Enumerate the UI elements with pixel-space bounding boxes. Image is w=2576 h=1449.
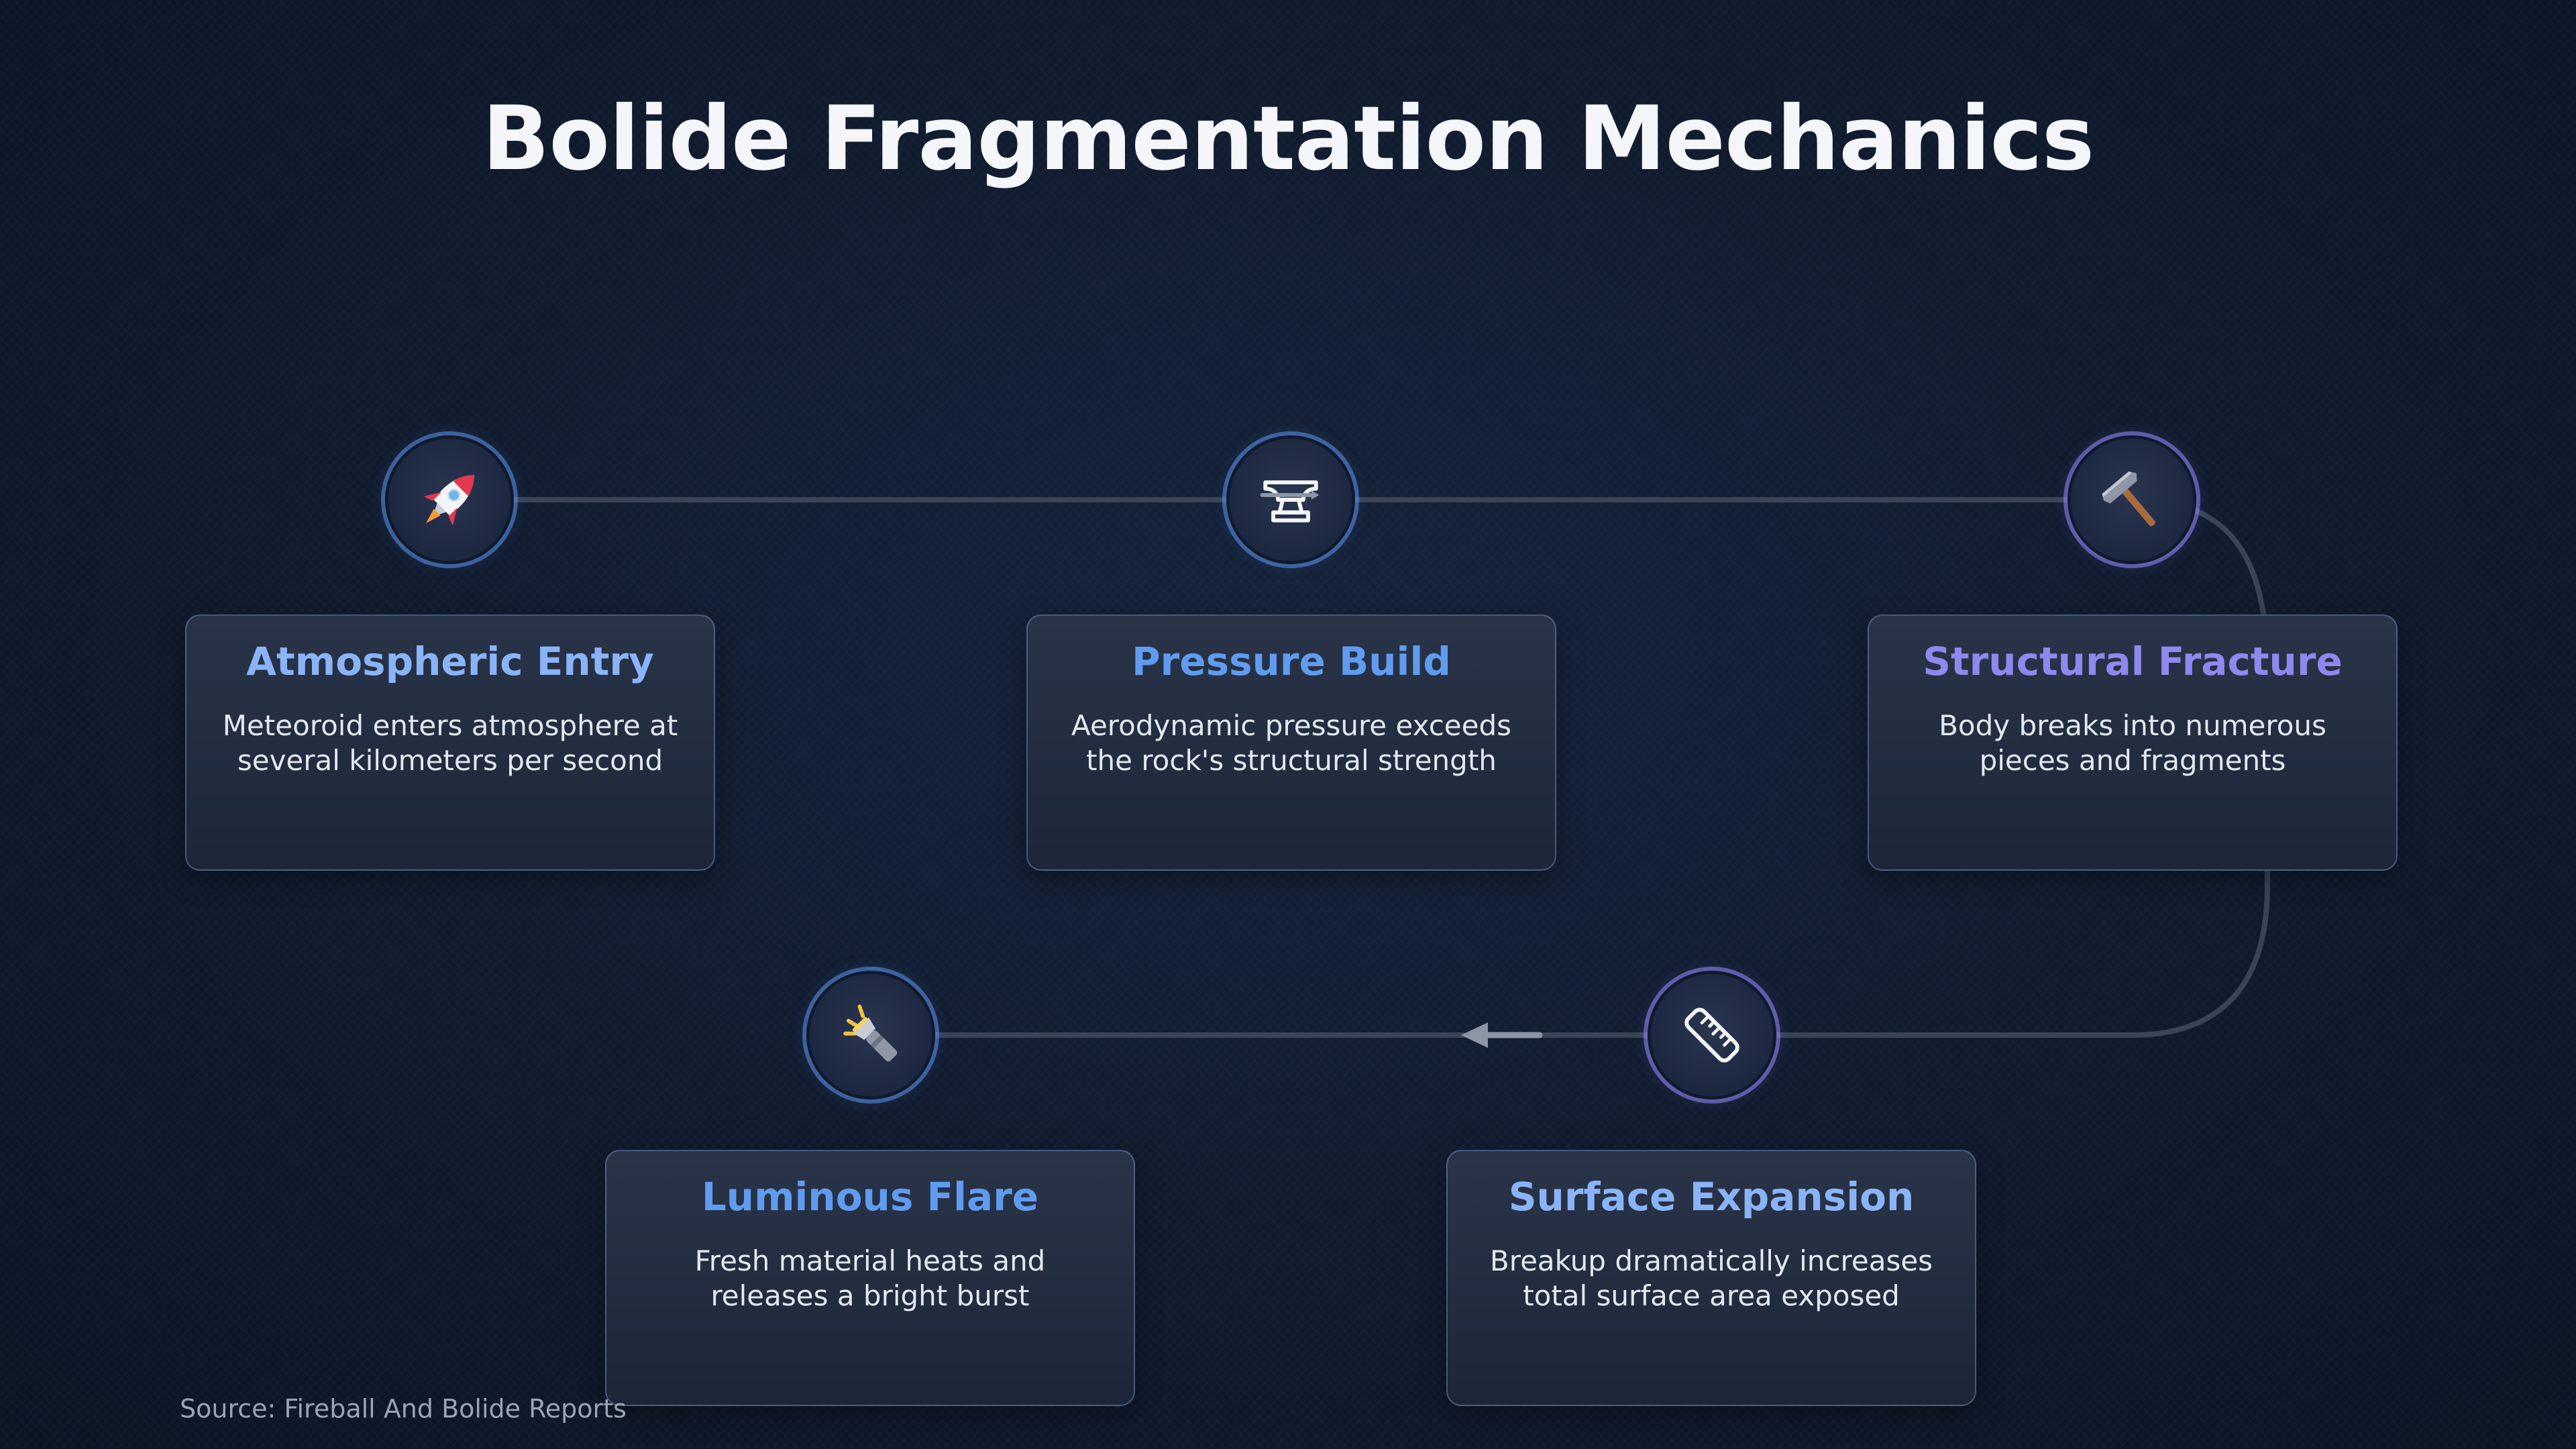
step-node-atmospheric-entry bbox=[388, 439, 511, 561]
step-node-surface-expansion bbox=[1651, 974, 1773, 1096]
step-title: Pressure Build bbox=[1132, 639, 1451, 684]
rocket-icon bbox=[423, 475, 474, 526]
source-note: Source: Fireball And Bolide Reports bbox=[180, 1394, 627, 1424]
step-description: Aerodynamic pressure exceeds the rock's … bbox=[1071, 709, 1512, 777]
step-description: Breakup dramatically increases total sur… bbox=[1489, 1244, 1933, 1312]
step-card-structural-fracture: Structural Fracture Body breaks into num… bbox=[1868, 614, 2398, 871]
anvil-icon bbox=[1260, 480, 1320, 523]
ruler-icon bbox=[1684, 1008, 1739, 1063]
step-card-pressure-build: Pressure Build Aerodynamic pressure exce… bbox=[1026, 614, 1556, 871]
step-node-structural-fracture bbox=[2071, 439, 2193, 561]
page-title: Bolide Fragmentation Mechanics bbox=[482, 87, 2095, 191]
step-description: Meteoroid enters atmosphere at several k… bbox=[222, 709, 678, 777]
step-node-pressure-build bbox=[1230, 439, 1352, 561]
step-title: Atmospheric Entry bbox=[246, 639, 654, 684]
step-description: Fresh material heats and releases a brig… bbox=[694, 1244, 1046, 1312]
step-title: Surface Expansion bbox=[1508, 1174, 1915, 1220]
step-card-atmospheric-entry: Atmospheric Entry Meteoroid enters atmos… bbox=[185, 614, 715, 871]
hammer-icon bbox=[2102, 471, 2155, 527]
flow-arrow-icon bbox=[1461, 1022, 1543, 1048]
step-card-luminous-flare: Luminous Flare Fresh material heats and … bbox=[605, 1150, 1135, 1406]
flashlight-icon bbox=[843, 1004, 898, 1062]
step-title: Luminous Flare bbox=[701, 1174, 1039, 1220]
step-card-surface-expansion: Surface Expansion Breakup dramatically i… bbox=[1446, 1150, 1976, 1406]
step-description: Body breaks into numerous pieces and fra… bbox=[1939, 709, 2326, 777]
step-title: Structural Fracture bbox=[1923, 639, 2343, 684]
step-node-luminous-flare bbox=[810, 974, 932, 1096]
